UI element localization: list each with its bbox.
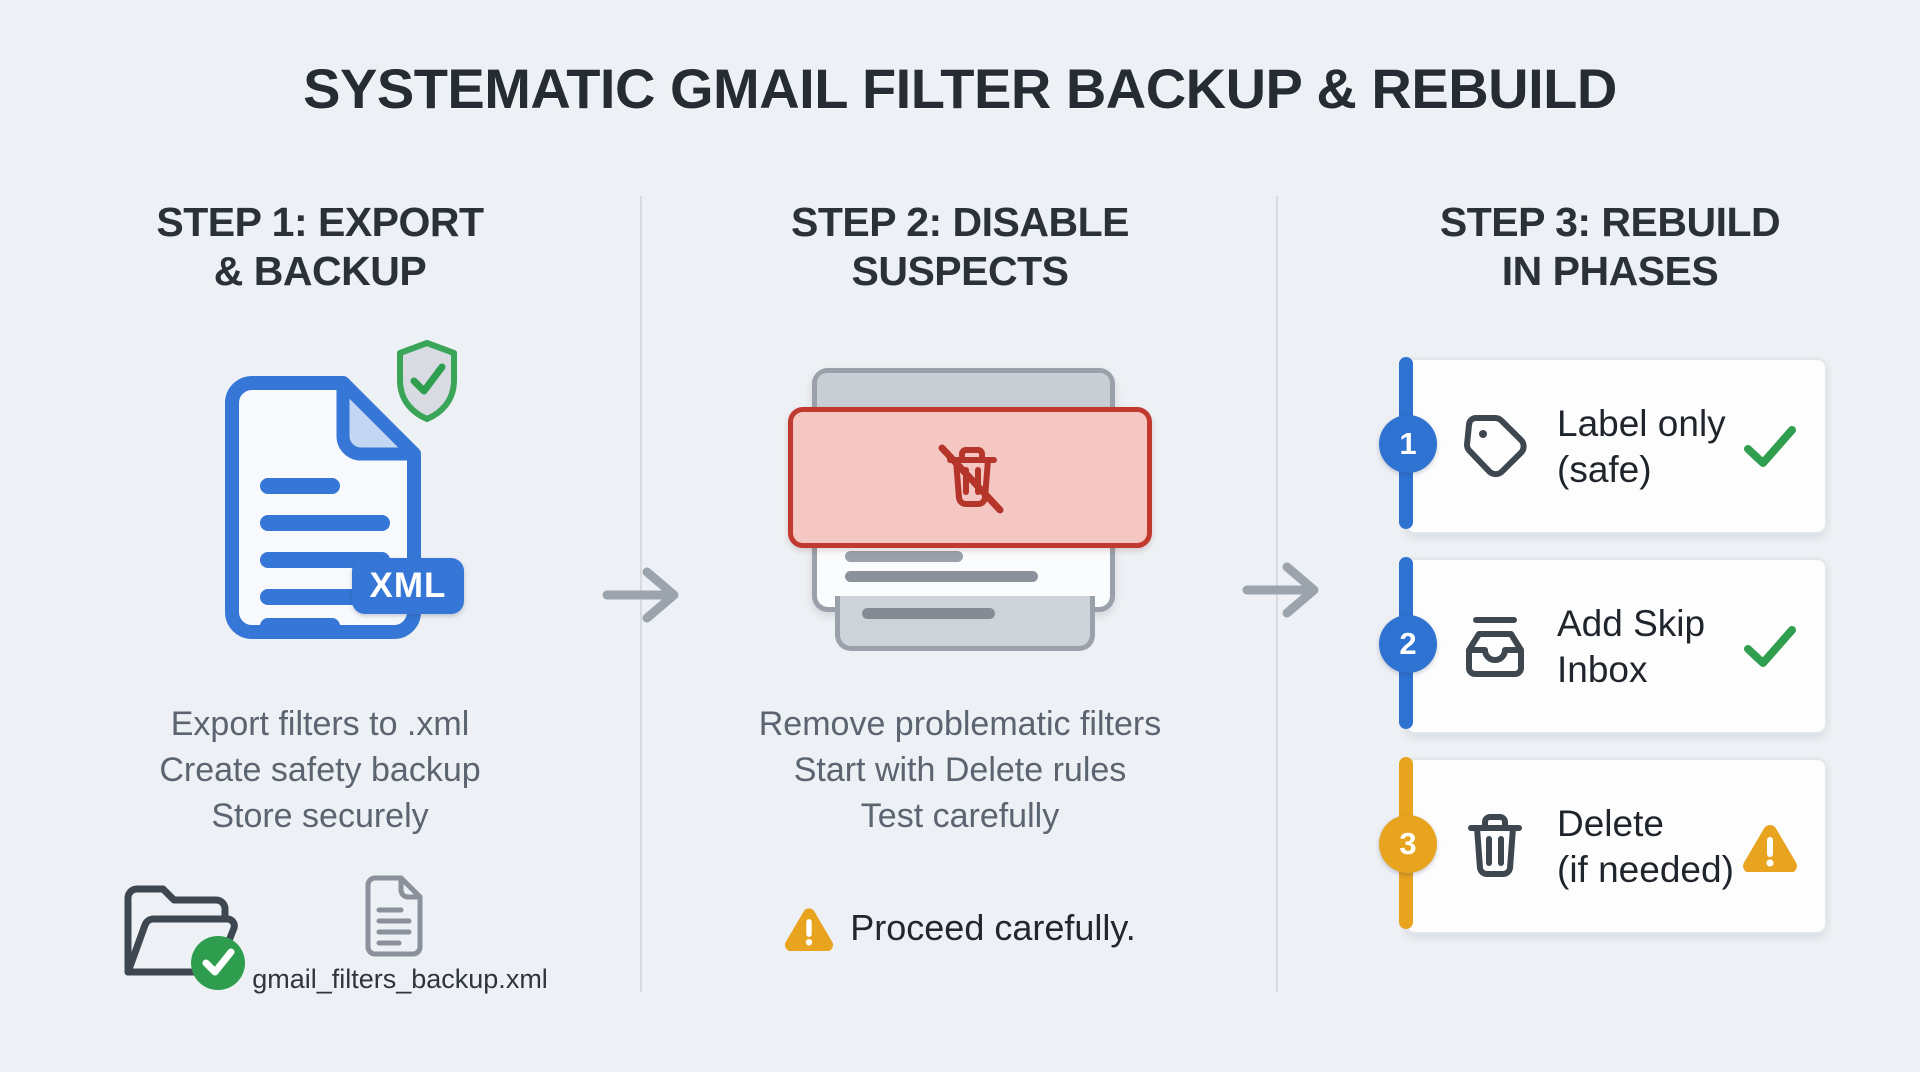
phase-label-line2: (if needed) (1557, 849, 1734, 890)
check-icon (1744, 426, 1796, 467)
phase-label-line1: Add Skip (1557, 603, 1706, 644)
step3-heading-line2: IN PHASES (1501, 248, 1719, 294)
step1-description: Export filters to .xml Create safety bac… (40, 701, 600, 839)
phase-label-line2: (safe) (1557, 449, 1652, 490)
step2-line: Remove problematic filters (758, 705, 1162, 743)
xml-file-badge: XML (352, 558, 464, 614)
shield-check-icon (397, 340, 457, 422)
phase-card-delete: 3 Delete (if needed) (1379, 757, 1827, 934)
arrow-right-icon (602, 567, 679, 623)
phase-label-line2: Inbox (1557, 649, 1648, 690)
filter-row-line (862, 608, 995, 619)
folder-check-icon (124, 885, 245, 990)
phase-card-label-only: 1 Label only (safe) (1379, 357, 1827, 534)
skip-inbox-icon (1466, 617, 1524, 677)
step2-heading-line2: SUSPECTS (851, 248, 1070, 294)
phase-label-line1: Delete (1557, 803, 1664, 844)
phase-card-skip-inbox: 2 Add Skip Inbox (1379, 557, 1827, 734)
step1-heading: STEP 1: EXPORT & BACKUP (60, 198, 580, 296)
phase-number-badge: 1 (1379, 415, 1437, 473)
phase-number-badge: 3 (1379, 815, 1437, 873)
step1-line: Create safety backup (159, 751, 481, 789)
trash-icon (1468, 814, 1522, 877)
disabled-filter-banner (788, 407, 1152, 548)
phase-label: Add Skip Inbox (1557, 601, 1747, 693)
step3-heading: STEP 3: REBUILD IN PHASES (1350, 198, 1870, 296)
step1-heading-line1: STEP 1: EXPORT (156, 199, 484, 245)
filter-list-card-behind (835, 596, 1095, 651)
check-icon (1744, 626, 1796, 667)
filter-row-line (845, 571, 1038, 582)
backup-filename: gmail_filters_backup.xml (252, 964, 548, 994)
step2-heading-line1: STEP 2: DISABLE (790, 199, 1130, 245)
phase-label-line1: Label only (1557, 403, 1726, 444)
step2-line: Test carefully (860, 797, 1060, 835)
step2-heading: STEP 2: DISABLE SUSPECTS (700, 198, 1220, 296)
phase-number-badge: 2 (1379, 615, 1437, 673)
step2-warning: Proceed carefully. (680, 905, 1240, 951)
backup-file-icon (365, 875, 423, 957)
phase-label: Delete (if needed) (1557, 801, 1747, 893)
step2-line: Start with Delete rules (793, 751, 1127, 789)
no-delete-trash-icon (938, 444, 1004, 513)
warning-triangle-icon (785, 908, 834, 951)
warning-text: Proceed carefully. (850, 907, 1136, 948)
filter-row-line (845, 551, 963, 562)
arrow-right-icon (1242, 562, 1319, 618)
step1-line: Store securely (211, 797, 429, 835)
label-tag-icon (1464, 415, 1527, 478)
step2-description: Remove problematic filters Start with De… (680, 701, 1240, 839)
phase-label: Label only (safe) (1557, 401, 1747, 493)
warning-triangle-icon (1743, 825, 1797, 872)
step1-line: Export filters to .xml (170, 705, 470, 743)
page-title: SYSTEMATIC GMAIL FILTER BACKUP & REBUILD (303, 57, 1617, 120)
step3-heading-line1: STEP 3: REBUILD (1439, 199, 1781, 245)
step1-heading-line2: & BACKUP (213, 248, 427, 294)
